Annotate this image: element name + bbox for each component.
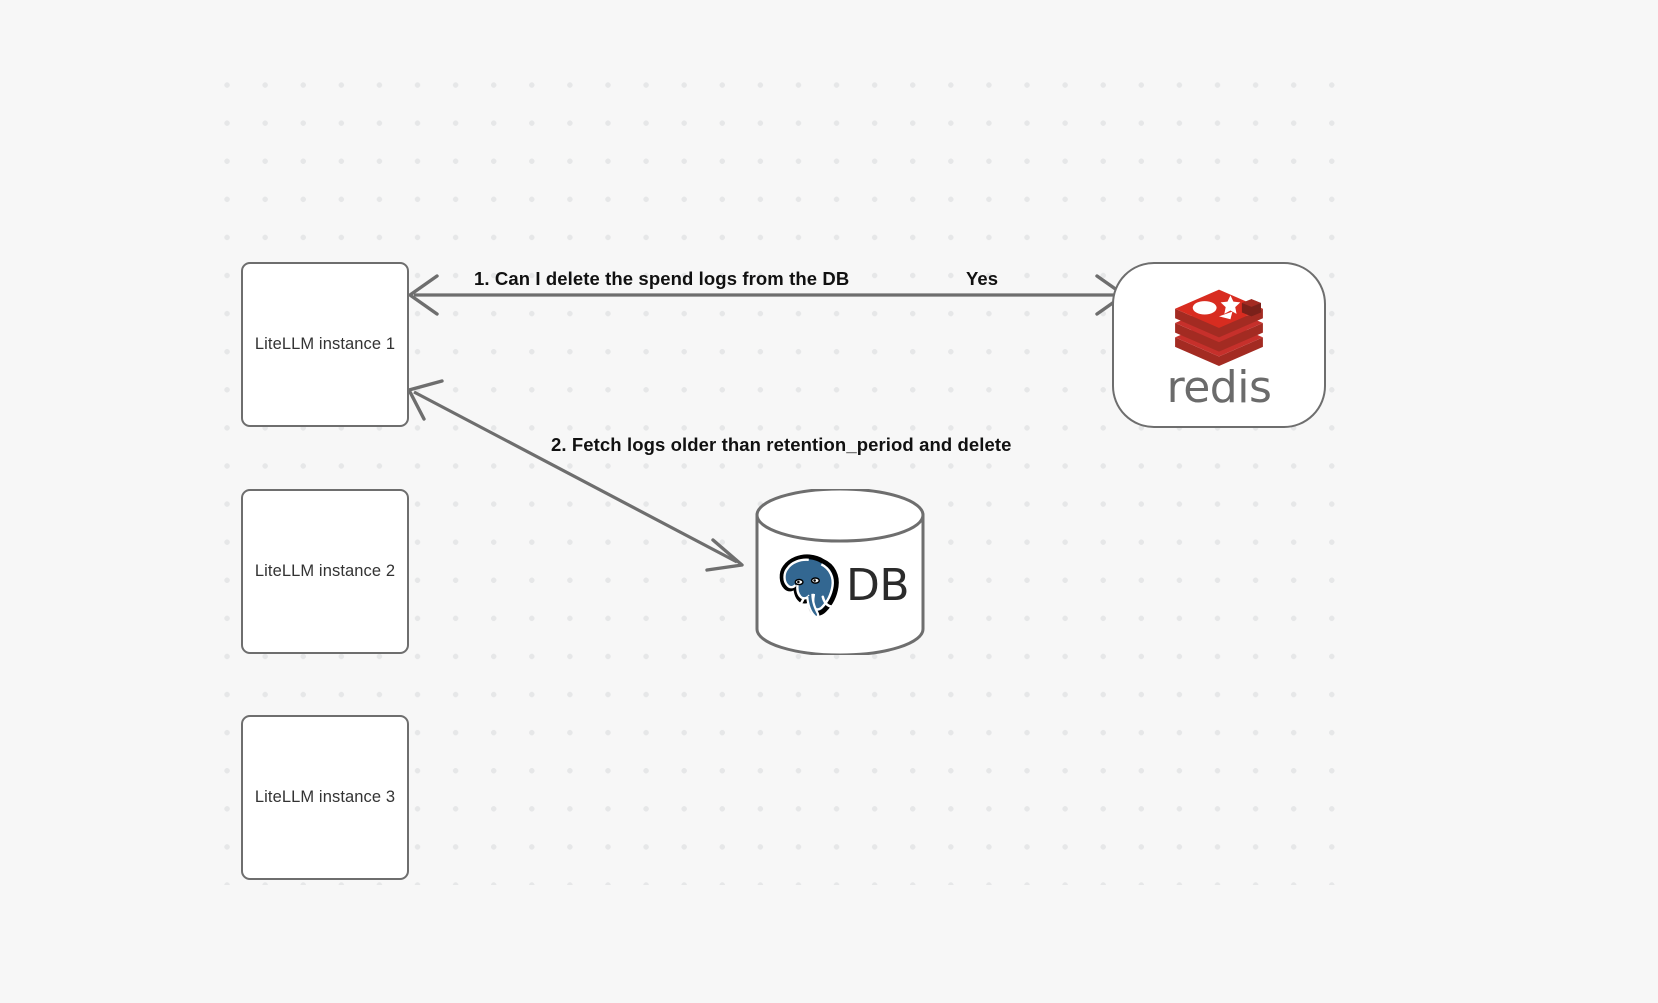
- node-label-instance-3: LiteLLM instance 3: [254, 788, 396, 806]
- edge-label-request: 1. Can I delete the spend logs from the …: [474, 268, 850, 289]
- edge-label-fetch-delete: 2. Fetch logs older than retention_perio…: [551, 434, 1012, 455]
- db-logo-row: DB: [754, 489, 926, 655]
- db-label: DB: [845, 559, 910, 611]
- redis-logo-icon: [1175, 289, 1263, 367]
- postgresql-elephant-icon: [779, 554, 839, 619]
- node-litellm-instance-1[interactable]: LiteLLM instance 1: [241, 262, 409, 427]
- redis-wordmark-label: redis: [1166, 362, 1272, 414]
- edge-label-answer: Yes: [966, 268, 999, 289]
- node-litellm-instance-2[interactable]: LiteLLM instance 2: [241, 489, 409, 654]
- node-database[interactable]: DB: [754, 489, 926, 655]
- node-label-instance-2: LiteLLM instance 2: [254, 562, 396, 580]
- edge-instance1-db: [407, 379, 744, 572]
- cylinder-shape-icon: [755, 489, 925, 655]
- node-label-instance-1: LiteLLM instance 1: [254, 335, 396, 353]
- node-redis[interactable]: redis: [1112, 262, 1326, 428]
- node-litellm-instance-3[interactable]: LiteLLM instance 3: [241, 715, 409, 880]
